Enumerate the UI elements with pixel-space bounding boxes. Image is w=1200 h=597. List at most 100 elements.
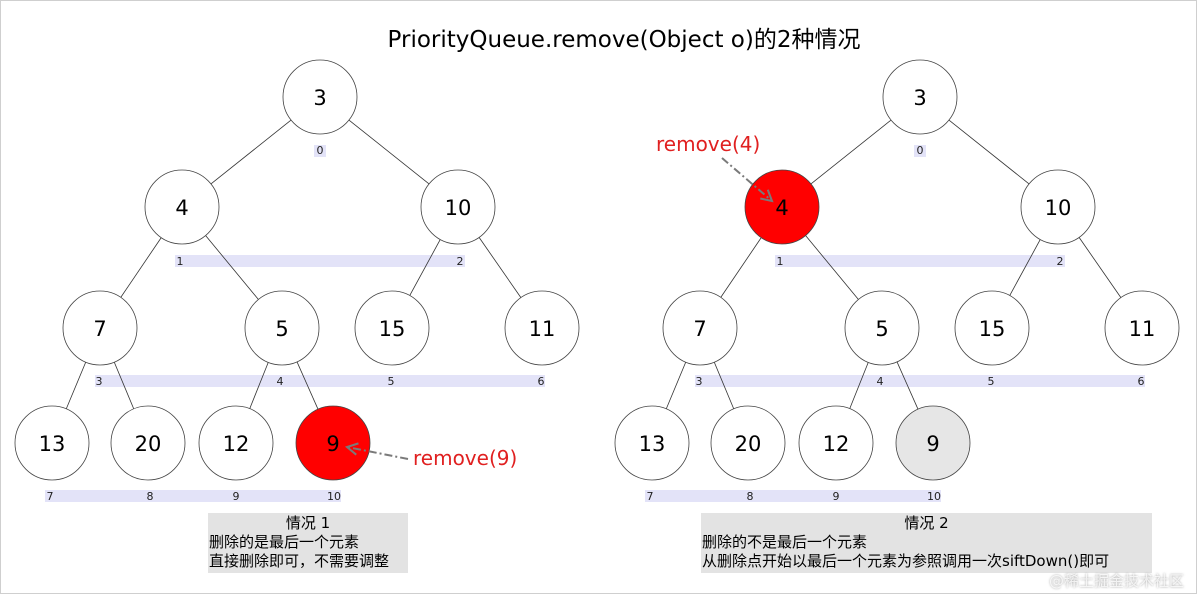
node-index-label: 7: [647, 490, 654, 503]
case-1-caption: 情况 1 删除的是最后一个元素 直接删除即可，不需要调整: [208, 513, 408, 573]
tree-edge: [65, 361, 87, 410]
node-value: 12: [823, 432, 850, 456]
index-band-level-1: [775, 255, 1065, 267]
node-value: 20: [135, 432, 162, 456]
node-circle: [144, 169, 220, 245]
index-band-level-1: [175, 255, 465, 267]
node-index-label: 4: [877, 375, 884, 388]
node-value: 5: [275, 317, 288, 341]
heap-node: 5: [244, 290, 320, 366]
tree-edge: [896, 361, 919, 410]
node-circle: [882, 59, 958, 135]
node-value: 3: [913, 86, 926, 110]
node-value: 5: [875, 317, 888, 341]
node-index-label: 6: [538, 375, 545, 388]
index-band-level-0: [914, 145, 926, 157]
heap-node: 7: [662, 290, 738, 366]
node-index-label: 6: [1138, 375, 1145, 388]
index-band-level-0: [314, 145, 326, 157]
node-index-label: 5: [988, 375, 995, 388]
node-value: 3: [313, 86, 326, 110]
node-circle: [354, 290, 430, 366]
node-value: 12: [223, 432, 250, 456]
node-index-label: 10: [927, 490, 941, 503]
heap-node: 11: [504, 290, 580, 366]
tree-edge: [120, 237, 162, 298]
heap-node: 5: [844, 290, 920, 366]
node-value: 10: [445, 196, 472, 220]
tree-edge: [296, 361, 319, 410]
node-circle: [282, 59, 358, 135]
node-circle: [62, 290, 138, 366]
index-band-level-3: [45, 490, 341, 502]
heap-node: 7: [62, 290, 138, 366]
case-1-caption-line-1: 删除的是最后一个元素: [209, 533, 360, 551]
node-index-label: 8: [147, 490, 154, 503]
node-circle: [895, 405, 971, 481]
tree-edge: [849, 362, 869, 409]
watermark: @稀土掘金技术社区: [1048, 572, 1184, 590]
node-circle: [14, 405, 90, 481]
annotation-label: remove(9): [413, 446, 517, 470]
tree-edge: [1078, 237, 1122, 298]
node-index-label: 7: [47, 490, 54, 503]
heap-node: 13: [614, 405, 690, 481]
heap-node: 4: [144, 169, 220, 245]
node-value: 9: [326, 432, 339, 456]
node-circle: [110, 405, 186, 481]
node-index-label: 1: [777, 255, 784, 268]
annotation-arrowhead: [344, 442, 359, 456]
tree-edge: [478, 237, 522, 298]
annotation-label: remove(4): [656, 132, 760, 156]
node-index-label: 10: [327, 490, 341, 503]
node-circle: [844, 290, 920, 366]
tree-edge: [205, 235, 259, 300]
heap-node: 20: [710, 405, 786, 481]
node-index-label: 3: [696, 375, 703, 388]
heap-node: 9: [895, 405, 971, 481]
index-band-level-3: [645, 490, 941, 502]
node-circle: [504, 290, 580, 366]
node-circle: [244, 290, 320, 366]
tree-edge: [1009, 239, 1041, 296]
node-value: 7: [93, 317, 106, 341]
node-index-label: 0: [917, 144, 924, 157]
node-index-label: 1: [177, 255, 184, 268]
tree-edge: [113, 361, 135, 410]
heap-node: 12: [798, 405, 874, 481]
node-index-label: 2: [457, 255, 464, 268]
case-1-caption-title: 情况 1: [285, 514, 331, 532]
case-2-caption-title: 情况 2: [904, 514, 949, 532]
tree-edge: [948, 119, 1030, 185]
tree-edge: [249, 362, 269, 409]
node-value: 7: [693, 317, 706, 341]
node-index-label: 5: [388, 375, 395, 388]
node-value: 11: [529, 317, 556, 341]
removed-node-circle: [744, 169, 820, 245]
node-circle: [798, 405, 874, 481]
case-2-caption-line-1: 删除的不是最后一个元素: [702, 533, 868, 551]
node-value: 15: [379, 317, 406, 341]
case-2-caption-line-2: 从删除点开始以最后一个元素为参照调用一次siftDown()即可: [702, 552, 1110, 570]
node-circle: [954, 290, 1030, 366]
node-value: 15: [979, 317, 1006, 341]
heap-node: 10: [1020, 169, 1096, 245]
heap-node: 11: [1104, 290, 1180, 366]
case-1-caption-line-2: 直接删除即可，不需要调整: [209, 552, 390, 570]
case-2-caption: 情况 2 删除的不是最后一个元素 从删除点开始以最后一个元素为参照调用一次sif…: [701, 513, 1152, 573]
node-index-label: 9: [833, 490, 840, 503]
tree-edge: [348, 119, 430, 185]
node-value: 13: [39, 432, 66, 456]
heap-node: 3: [282, 59, 358, 135]
heap-node: 13: [14, 405, 90, 481]
heap-node: 15: [954, 290, 1030, 366]
node-circle: [420, 169, 496, 245]
tree-edge: [805, 235, 859, 300]
node-value: 10: [1045, 196, 1072, 220]
tree-edge: [810, 119, 892, 185]
node-index-label: 0: [317, 144, 324, 157]
node-circle: [1020, 169, 1096, 245]
